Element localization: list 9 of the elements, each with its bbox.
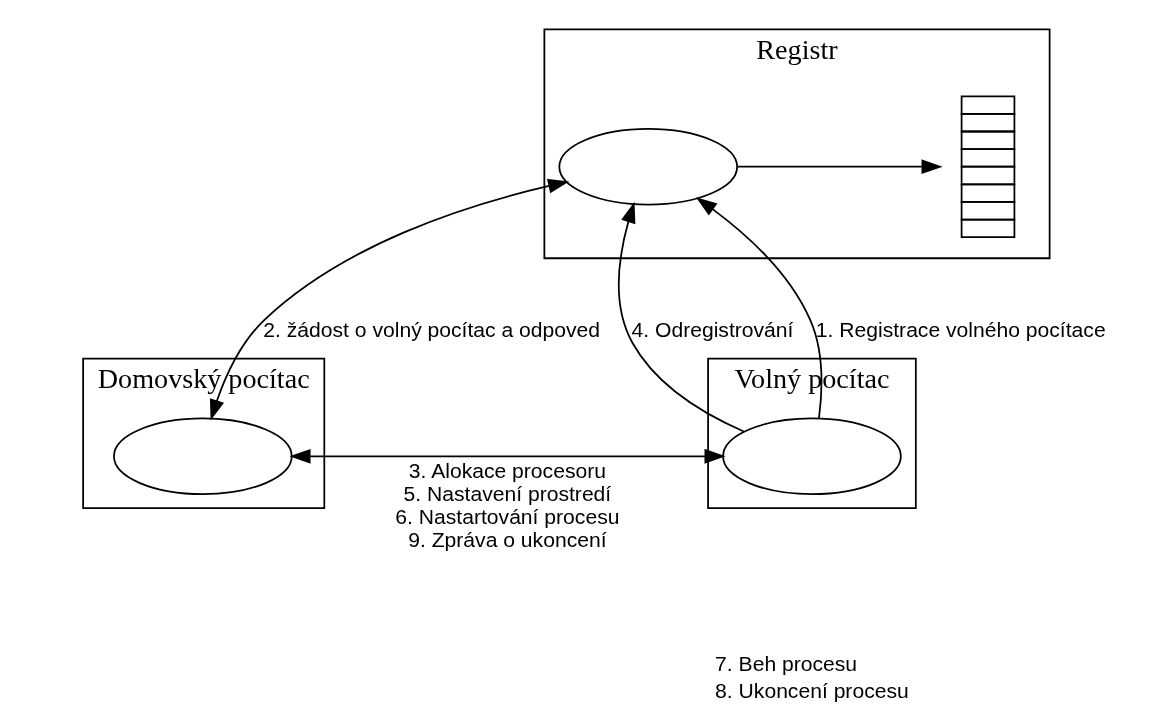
node-label: 7. Beh procesu: [714, 652, 857, 676]
node-label: 8. Ukoncení procesu: [714, 678, 909, 702]
edge-label: 3. Alokace procesoru: [408, 459, 606, 483]
edge-label: 9. Zpráva o ukoncení: [407, 528, 607, 552]
edge-label: 1. Registrace volného pocítace: [815, 317, 1106, 341]
edge-label: 6. Nastartování procesu: [394, 505, 619, 529]
edge-label: 2. žádost o volný pocítac a odpoved: [262, 317, 600, 341]
edge-label: 5. Nastavení prostredí: [403, 482, 611, 506]
edge-label: 4. Odregistrování: [631, 317, 793, 341]
